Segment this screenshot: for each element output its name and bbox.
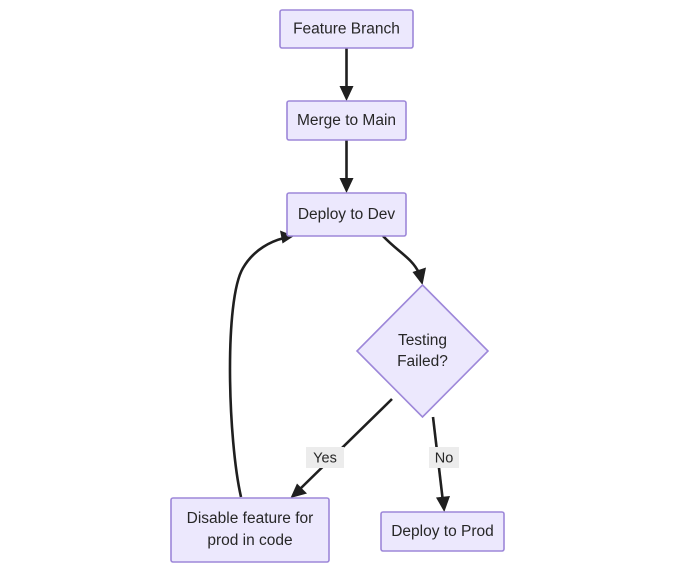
arrowhead-icon bbox=[280, 230, 294, 244]
arrowhead-icon bbox=[436, 496, 450, 512]
edge-label-no-bg bbox=[429, 447, 459, 468]
node-disable-feature-shape[interactable] bbox=[170, 497, 330, 563]
edge-feature-branch-to-merge-to-main bbox=[339, 48, 354, 101]
edge-label-yes-text: Yes bbox=[313, 450, 337, 466]
edge-label-no-text: No bbox=[435, 450, 454, 466]
node-feature-branch-shape[interactable] bbox=[279, 9, 414, 49]
node-testing-failed-shape[interactable] bbox=[355, 283, 490, 419]
edge-label-yes-bg bbox=[306, 447, 344, 468]
edge-disable-feature-to-deploy-to-dev bbox=[228, 230, 294, 498]
edge-line bbox=[228, 236, 285, 498]
edge-testing-failed-to-disable-feature bbox=[290, 398, 393, 498]
arrowhead-icon bbox=[412, 267, 426, 285]
node-merge-to-main-shape[interactable] bbox=[286, 100, 407, 141]
edge-line bbox=[299, 398, 393, 490]
node-testing-failed[interactable]: Testing Failed? bbox=[355, 283, 490, 419]
arrowhead-icon bbox=[290, 483, 307, 498]
arrowhead-icon bbox=[339, 86, 354, 101]
node-disable-feature[interactable]: Disable feature for prod in code bbox=[170, 497, 330, 563]
arrowhead-icon bbox=[339, 178, 354, 193]
node-deploy-to-prod[interactable]: Deploy to Prod bbox=[380, 511, 505, 552]
edge-label-no: No bbox=[429, 447, 459, 468]
node-deploy-to-prod-shape[interactable] bbox=[380, 511, 505, 552]
edge-deploy-to-dev-to-testing-failed bbox=[382, 235, 426, 285]
node-merge-to-main[interactable]: Merge to Main bbox=[286, 100, 407, 141]
node-feature-branch[interactable]: Feature Branch bbox=[279, 9, 414, 49]
edge-merge-to-main-to-deploy-to-dev bbox=[339, 140, 354, 193]
node-deploy-to-dev[interactable]: Deploy to Dev bbox=[286, 192, 407, 237]
node-deploy-to-dev-shape[interactable] bbox=[286, 192, 407, 237]
edge-line bbox=[382, 235, 421, 274]
edge-label-yes: Yes bbox=[306, 447, 344, 468]
